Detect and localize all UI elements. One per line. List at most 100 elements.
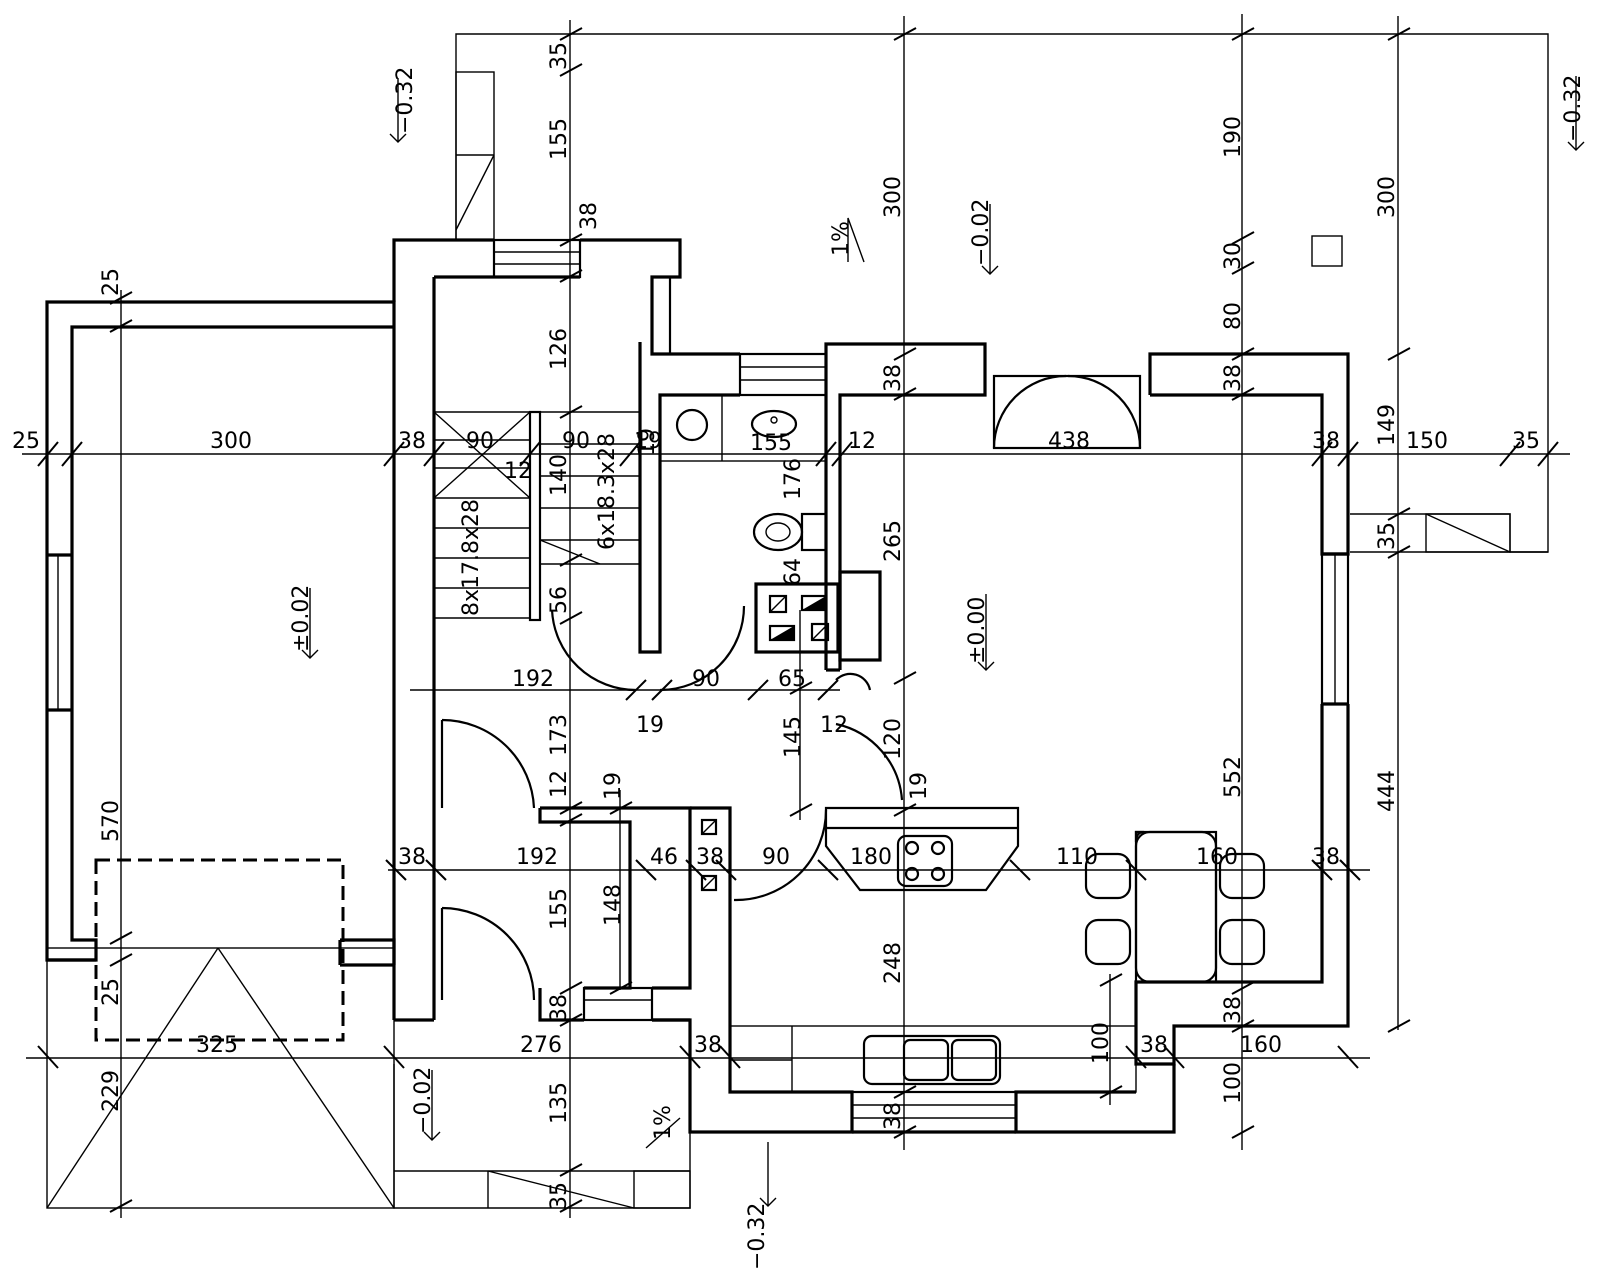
level-terrace: −0.02 [969,199,994,266]
entrance-platform [393,1064,691,1209]
dim-label: 155 [547,118,572,160]
dim-label: 12 [547,770,572,798]
column-marker [1311,235,1343,267]
sink [750,409,798,439]
dim-label: 46 [650,845,678,870]
dim-label: 19 [601,772,626,800]
dim-label: 192 [512,667,554,692]
staircase [433,410,640,622]
dim-label: 149 [1375,404,1400,446]
dim-label: 265 [881,520,906,562]
dim-label: 38 [881,1102,906,1130]
level-ground-bottom: −0.32 [745,1203,770,1270]
vent-shafts [700,594,830,892]
dim-label: 30 [1221,242,1246,270]
dim-label: 35 [1512,429,1540,454]
dim-label: 25 [99,978,124,1006]
dim-label: 190 [1221,116,1246,158]
dim-label: 100 [1089,1022,1114,1064]
dim-label: 570 [99,800,124,842]
doors [440,374,1142,1001]
toilet [752,512,804,552]
patio-door [992,374,1142,450]
dim-label: 135 [547,1082,572,1124]
level-symbols [301,76,1585,1207]
dim-label: 38 [398,845,426,870]
dim-label: 160 [1240,1033,1282,1058]
dim-label: 12 [504,459,532,484]
dim-label: 300 [1375,176,1400,218]
dim-label: 120 [881,718,906,760]
dim-label: 140 [547,454,572,496]
dim-label: 38 [696,845,724,870]
dim-label: 25 [12,429,40,454]
dim-label: 35 [1375,522,1400,550]
dim-label: 12 [820,713,848,738]
stair-flight-upper: 6x18.3x28 [595,433,620,550]
dim-label: 444 [1375,770,1400,812]
dim-label: 192 [516,845,558,870]
level-ground-top-right: −0.32 [1561,75,1586,142]
dim-label: 80 [1221,302,1246,330]
dim-label: 325 [196,1033,238,1058]
dim-label: 38 [1221,364,1246,392]
kitchen-fixtures [729,806,1137,1093]
cooktop [896,834,954,888]
dim-label: 300 [210,429,252,454]
dim-label: 90 [562,429,590,454]
dim-label: 38 [577,202,602,230]
dim-label: 155 [547,888,572,930]
dim-label: 160 [1196,845,1238,870]
dim-label: 19 [634,429,662,454]
dim-label: 90 [762,845,790,870]
bathroom-fixtures [659,394,828,552]
level-living: ±0.00 [965,597,990,664]
dim-label: 438 [1048,429,1090,454]
dim-label: 176 [781,458,806,500]
dim-label: 90 [692,667,720,692]
dim-label: 12 [848,429,876,454]
dim-label: 19 [636,713,664,738]
dim-label: 300 [881,176,906,218]
dim-label: 100 [1221,1062,1246,1104]
dim-label: 38 [1312,429,1340,454]
dim-label: 150 [1406,429,1448,454]
level-entrance: −0.02 [411,1067,436,1134]
dim-label: 276 [520,1033,562,1058]
dim-label: 38 [398,429,426,454]
dim-label: 248 [881,942,906,984]
dimension-lines [22,14,1570,1218]
dim-label: 38 [547,994,572,1022]
dim-label: 90 [466,429,494,454]
dim-label: 552 [1221,756,1246,798]
dim-label: 35 [547,1182,572,1210]
dim-label: 25 [99,268,124,296]
level-ground-top-left: −0.32 [393,67,418,134]
slope-terrace: 1% [829,221,854,256]
dim-label: 38 [694,1033,722,1058]
dim-label: 126 [547,328,572,370]
dim-label: 173 [547,714,572,756]
dim-label: 65 [778,667,806,692]
stair-flight-lower: 8x17.8x28 [459,499,484,616]
dim-label: 56 [547,586,572,614]
dim-label: 64 [781,558,806,586]
dim-label: 19 [635,428,660,456]
slope-entrance: 1% [651,1105,676,1140]
dim-label: 180 [850,845,892,870]
dim-label: 19 [907,772,932,800]
dim-label: 148 [601,884,626,926]
dim-label: 145 [781,716,806,758]
dim-label: 110 [1056,845,1098,870]
level-garage: ±0.02 [289,585,314,652]
dim-label: 229 [99,1070,124,1112]
dim-label: 155 [750,431,792,456]
dining-set [1084,830,1266,984]
dim-label: 35 [547,42,572,70]
dim-label: 38 [1221,996,1246,1024]
dim-label: 38 [1312,845,1340,870]
kitchen-sink [862,1034,1002,1086]
shower-drain [675,408,709,442]
dim-label: 38 [1140,1033,1168,1058]
